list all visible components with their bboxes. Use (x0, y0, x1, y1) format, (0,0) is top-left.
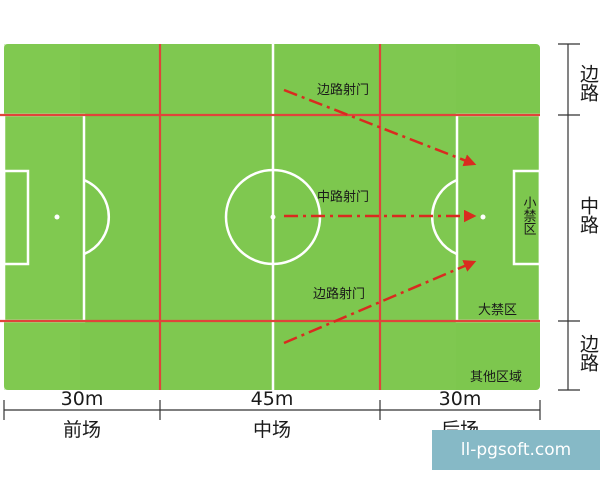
big-box-label: 大禁区 (478, 303, 517, 318)
arrow-label-bottom: 边路射门 (313, 286, 365, 302)
mid-name: 中场 (253, 419, 291, 441)
side-dimensions (558, 43, 580, 391)
small-box-label: 小禁区 (521, 196, 537, 235)
side-zone-bottom: 边路 (577, 334, 599, 372)
wing-shot-arrow-top (283, 88, 477, 167)
side-zone-top: 边路 (577, 64, 599, 102)
watermark-badge: ll-pgsoft.com (432, 430, 600, 470)
front-name: 前场 (63, 419, 101, 441)
arrow-label-middle: 中路射门 (317, 189, 369, 205)
other-area-label: 其他区域 (470, 370, 522, 385)
wing-shot-arrow-bottom (283, 260, 477, 345)
back-length: 30m (439, 388, 482, 410)
arrow-label-top: 边路射门 (317, 82, 369, 98)
svg-text:小禁区: 小禁区 (521, 196, 537, 235)
front-length: 30m (61, 388, 104, 410)
side-zone-middle: 中路 (577, 196, 599, 234)
zone-lines (0, 44, 540, 390)
bottom-dimensions (3, 400, 541, 420)
mid-length: 45m (251, 388, 294, 410)
